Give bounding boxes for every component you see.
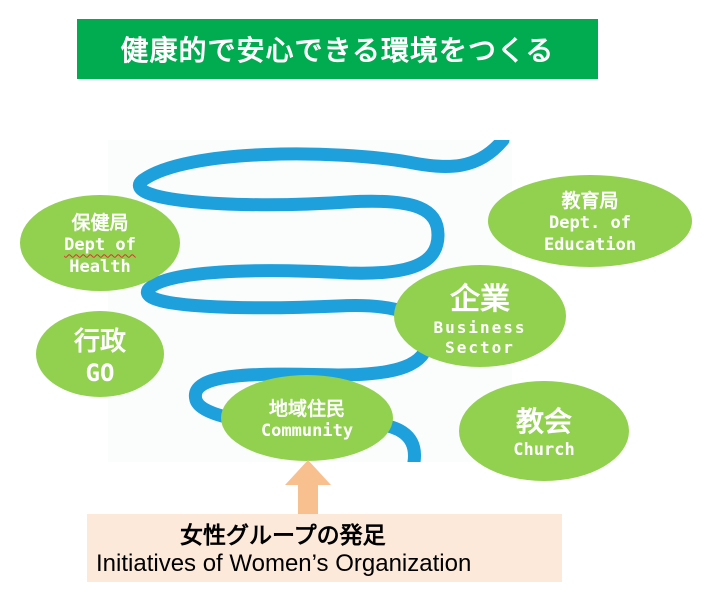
title-text: 健康的で安心できる環境をつくる [120,34,555,67]
up-arrow-icon [285,460,331,516]
community-en-label: Community [260,420,354,441]
education-en-label-1: Dept. of [549,213,631,234]
church-en-label: Church [513,440,575,461]
business-jp-label: 企業 [450,282,510,317]
business-en-label-1: Business [433,318,527,337]
government-jp-label: 行政 [73,326,126,357]
bubble-dept-of-education: 教育局 Dept. of Education [488,175,692,267]
business-en-label-2: Sector [445,338,515,357]
church-jp-label: 教会 [515,405,572,439]
health-en-label-2: Health [69,256,131,277]
bubble-church: 教会 Church [459,381,629,481]
womens-initiative-box [87,514,562,582]
bubble-dept-of-health: 保健局 Dept of Health [20,195,180,291]
community-jp-label: 地域住民 [268,397,345,420]
womens-initiative-en: Initiatives of Women’s Organization [96,550,472,577]
education-en-label-2: Education [543,234,637,255]
health-en-label-1: Dept of [64,235,136,256]
spiral-loop-middle [141,228,445,347]
education-jp-label: 教育局 [561,190,619,213]
womens-initiative-jp: 女性グループの発足 [180,523,386,549]
government-en-label: GO [85,358,115,387]
spiral-loop-top [133,140,510,242]
bubble-government: 行政 GO [36,311,164,397]
bubble-business-sector: 企業 Business Sector [394,265,566,367]
bubble-community: 地域住民 Community [221,375,393,461]
health-jp-label: 保健局 [71,212,129,235]
title-banner: 健康的で安心できる環境をつくる [77,19,598,79]
